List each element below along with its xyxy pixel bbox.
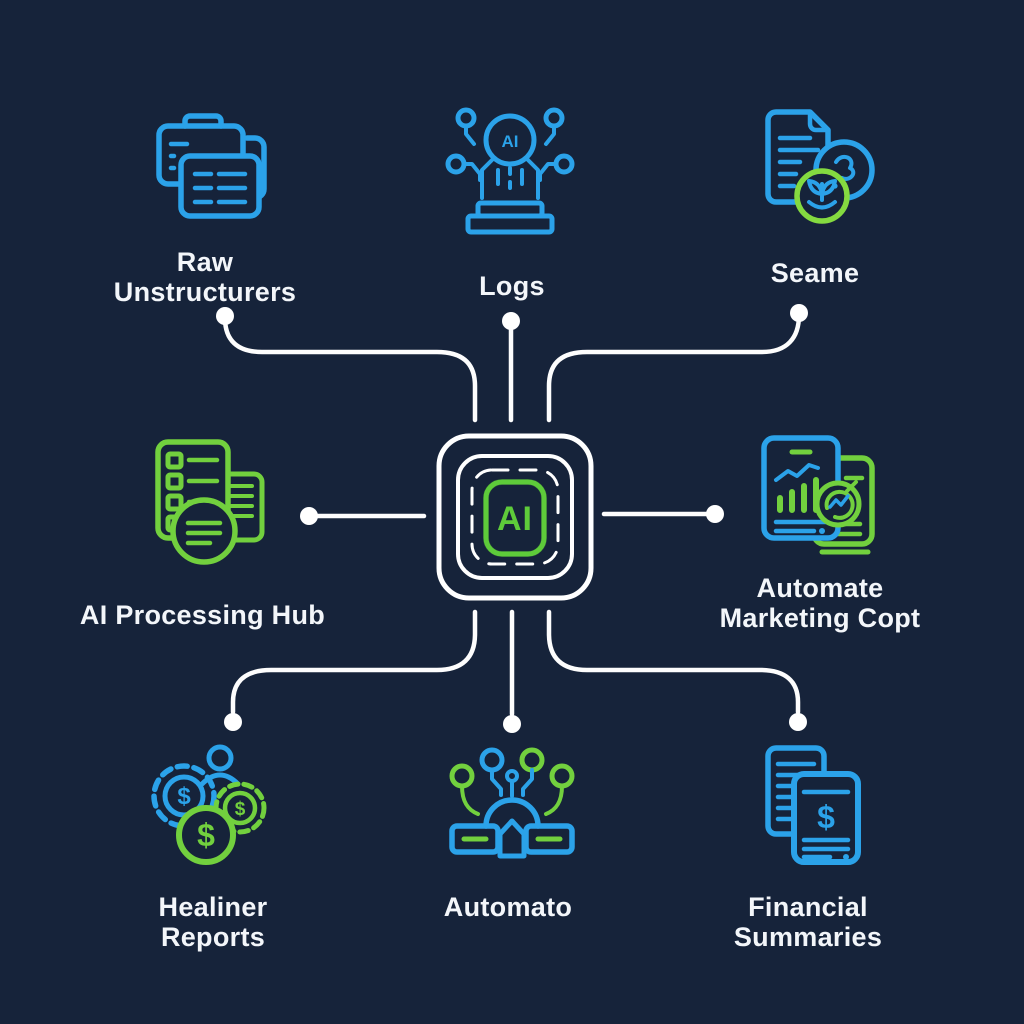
document-dollar: $ (817, 799, 835, 835)
label-automate-marketing-copt: Automate Marketing Copt (670, 573, 970, 633)
label-line: Raw (176, 247, 234, 277)
green-coin-dollar: $ (197, 817, 215, 853)
label-financial-summaries: Financial Summaries (688, 892, 928, 952)
label-line: Unstructurers (113, 277, 297, 307)
ai-platform-label: AI (502, 132, 519, 151)
label-line: Logs (479, 271, 545, 301)
label-line: Automate (756, 573, 884, 603)
green-gear-dollar: $ (235, 799, 246, 820)
label-line: Financial (748, 892, 868, 922)
label-line: Seame (770, 258, 860, 288)
ai-platform-icon: AI (440, 104, 580, 244)
gears-dollar-icon: $ $ $ (142, 742, 282, 882)
checklist-documents-icon (140, 434, 280, 574)
label-ai-processing-hub: AI Processing Hub (30, 600, 375, 630)
label-logs: Logs (412, 271, 612, 301)
stacked-documents-icon (145, 108, 291, 244)
label-healiner-reports: Healiner Reports (93, 892, 333, 952)
label-line: Reports (160, 922, 266, 952)
circuit-nodes-icon (442, 740, 582, 880)
label-automato: Automato (388, 892, 628, 922)
analytics-devices-icon (750, 428, 890, 568)
dollar-documents-icon: $ (744, 740, 884, 880)
label-line: Healiner (158, 892, 268, 922)
ai-chip-icon: AI (432, 428, 598, 608)
label-line: Automato (443, 892, 573, 922)
label-raw-unstructurers: Raw Unstructurers (55, 247, 355, 307)
label-line: AI Processing Hub (79, 600, 326, 630)
label-line: Marketing Copt (719, 603, 921, 633)
ai-chip-label: AI (497, 500, 533, 538)
label-line: Summaries (733, 922, 883, 952)
document-leaf-icon (744, 102, 884, 242)
blue-gear-dollar: $ (177, 783, 191, 810)
label-seame: Seame (715, 258, 915, 288)
